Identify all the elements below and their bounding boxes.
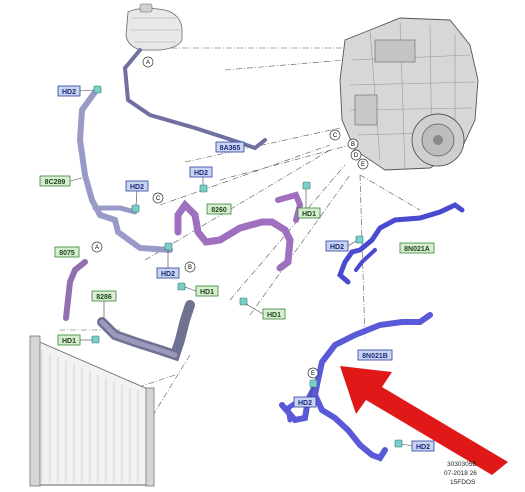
label-8286: 8286 <box>91 290 117 302</box>
label-hd1-a: HD1 <box>297 207 321 219</box>
callout-c2-text: C <box>333 133 338 139</box>
hose-8286 <box>97 300 195 362</box>
label-hd1-b: HD1 <box>195 285 219 297</box>
label-hd2-f-text: HD2 <box>298 400 312 407</box>
label-8a365: 8A365 <box>215 141 245 153</box>
label-hd2-a-text: HD2 <box>62 89 76 96</box>
label-hd1-b-text: HD1 <box>200 289 214 296</box>
label-hd2-e-text: HD2 <box>330 244 344 251</box>
callout-e1: E <box>357 158 369 170</box>
label-8c289: 8C289 <box>39 175 71 187</box>
callout-e1-text: E <box>361 162 365 168</box>
footer-line-2: 07-2018 26 <box>444 470 477 477</box>
label-8a365-text: 8A365 <box>220 145 241 152</box>
hose-8075 <box>63 259 88 321</box>
callout-b1-text: B <box>188 265 192 271</box>
callout-c1: C <box>152 192 164 204</box>
label-hd1-c: HD1 <box>57 334 81 346</box>
label-hd2-b-text: HD2 <box>130 184 144 191</box>
label-hd2-g-text: HD2 <box>416 444 430 451</box>
callout-e2: E <box>307 367 319 379</box>
hose-8n021a <box>337 202 465 285</box>
label-hd2-d-text: HD2 <box>161 271 175 278</box>
hose-8260 <box>174 191 304 272</box>
drawing-reference: 3030305B 07-2018 26 15FDOS <box>444 461 477 486</box>
label-8075-text: 8075 <box>59 250 75 257</box>
callout-b1: B <box>184 261 196 273</box>
engine-assembly <box>339 17 479 171</box>
callout-a2: A <box>91 241 103 253</box>
label-hd1-d-text: HD1 <box>267 312 281 319</box>
label-hd2-c: HD2 <box>189 166 213 178</box>
footer-line-1: 3030305B <box>447 461 477 468</box>
label-hd2-a: HD2 <box>57 85 81 97</box>
hose-8a365 <box>122 48 267 151</box>
callout-a2-text: A <box>95 245 99 251</box>
callout-c1-text: C <box>156 196 161 202</box>
label-hd1-d: HD1 <box>262 308 286 320</box>
label-hd2-c-text: HD2 <box>194 170 208 177</box>
label-hd2-f: HD2 <box>293 396 317 408</box>
callout-a1: A <box>142 56 154 68</box>
label-8n021b-text: 8N021B <box>362 353 388 360</box>
callout-c2: C <box>329 129 341 141</box>
label-8c289-text: 8C289 <box>45 179 66 186</box>
label-hd2-d: HD2 <box>156 267 180 279</box>
callout-d1-text: D <box>354 153 359 159</box>
label-8n021b: 8N021B <box>357 349 393 361</box>
callout-a1-text: A <box>146 60 150 66</box>
callout-b2-text: B <box>351 142 355 148</box>
label-hd1-a-text: HD1 <box>302 211 316 218</box>
clamps <box>91 85 403 448</box>
label-8260: 8260 <box>206 203 232 215</box>
red-pointer-arrow <box>340 366 508 475</box>
label-hd2-e: HD2 <box>325 240 349 252</box>
radiator <box>29 335 155 487</box>
coolant-reservoir <box>125 3 183 51</box>
label-hd1-c-text: HD1 <box>62 338 76 345</box>
label-8260-text: 8260 <box>211 207 227 214</box>
hose-8c289 <box>76 89 173 253</box>
label-8075: 8075 <box>54 246 80 258</box>
label-8286-text: 8286 <box>96 294 112 301</box>
label-hd2-b: HD2 <box>125 180 149 192</box>
callout-e2-text: E <box>311 371 315 377</box>
footer-line-3: 15FDOS <box>450 479 476 486</box>
label-8n021a: 8N021A <box>399 242 435 254</box>
callout-d1: D <box>350 149 362 161</box>
label-8n021a-text: 8N021A <box>404 246 430 253</box>
label-hd2-g: HD2 <box>411 440 435 452</box>
callout-b2: B <box>347 138 359 150</box>
